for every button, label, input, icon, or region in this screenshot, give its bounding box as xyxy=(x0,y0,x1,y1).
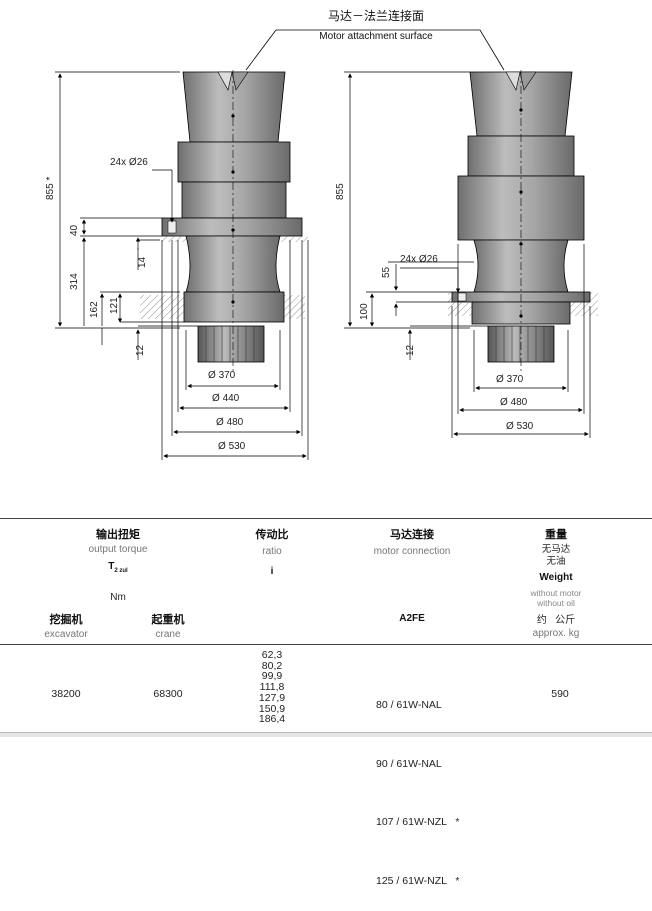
left-flange xyxy=(161,217,303,237)
ratio-header-en: ratio xyxy=(262,546,282,557)
right-gearbox xyxy=(448,70,598,372)
ratio-value: 150,9 xyxy=(258,702,286,715)
approx-kg-en: approx. kg xyxy=(532,628,580,639)
bottom-edge xyxy=(0,732,652,737)
left-dia-480: Ø 480 xyxy=(216,417,244,428)
torque-symbol: T2 zul xyxy=(108,561,128,575)
weight-no-motor-zh: 无马达 xyxy=(541,544,571,555)
torque-unit: Nm xyxy=(110,592,126,603)
ratio-value: 99,9 xyxy=(261,670,283,683)
ratio-value: 186,4 xyxy=(258,713,286,726)
crane-label-zh: 起重机 xyxy=(151,614,185,626)
weight-no-motor-en: without motor xyxy=(530,588,582,598)
weight-no-oil-en: without oil xyxy=(537,598,575,608)
left-dia-370: Ø 370 xyxy=(208,370,236,381)
left-dim-121: 121 xyxy=(109,297,120,314)
left-motor-adapter xyxy=(182,71,286,143)
excavator-torque-value: 38200 xyxy=(51,688,81,700)
right-dim-55: 55 xyxy=(381,266,392,278)
right-vertical-dims xyxy=(344,71,488,360)
right-dia-480: Ø 480 xyxy=(500,397,528,408)
left-gearbox xyxy=(140,70,308,372)
left-vertical-dims xyxy=(55,71,198,360)
left-hole-callout: 24x Ø26 xyxy=(110,157,148,168)
crane-label-en: crane xyxy=(155,629,181,640)
left-dia-440: Ø 440 xyxy=(212,393,240,404)
ratio-header-zh: 传动比 xyxy=(255,529,289,541)
left-dim-855: 855 * xyxy=(45,176,56,200)
left-lower-flange xyxy=(183,291,285,323)
right-hole-callout: 24x Ø26 xyxy=(400,254,438,265)
weight-value: 590 xyxy=(551,688,569,700)
left-dim-12: 12 xyxy=(135,344,146,356)
ratio-value: 127,9 xyxy=(258,691,286,704)
motor-type: A2FE xyxy=(399,613,425,624)
table-top-rule xyxy=(0,518,652,519)
motor-surface-title-en: Motor attachment surface xyxy=(319,31,433,42)
left-pinion xyxy=(197,325,265,363)
motor-surface-leader xyxy=(245,29,505,71)
table-header-rule xyxy=(0,644,652,645)
motor-list: 80 / 61W-NAL 90 / 61W-NAL 107 / 61W-NZL … xyxy=(376,657,459,911)
right-dia-370: Ø 370 xyxy=(496,374,524,385)
crane-torque-value: 68300 xyxy=(153,688,183,700)
excavator-label-en: excavator xyxy=(44,629,88,640)
ratio-value: 80,2 xyxy=(261,659,283,672)
technical-drawing xyxy=(55,29,598,460)
ratio-symbol: i xyxy=(270,566,274,577)
left-dim-314: 314 xyxy=(69,273,80,290)
torque-header-zh: 输出扭矩 xyxy=(96,529,140,541)
weight-header-zh: 重量 xyxy=(545,529,567,541)
torque-header-en: output torque xyxy=(88,544,148,555)
motor-surface-title-zh: 马达－法兰连接面 xyxy=(327,9,425,23)
left-dim-14: 14 xyxy=(137,256,148,268)
weight-header-en: Weight xyxy=(539,572,573,583)
approx-kg-zh: 约 公斤 xyxy=(536,615,576,626)
motor-value: 107 / 61W-NZL * xyxy=(376,816,460,828)
right-diameter-dims xyxy=(451,244,591,438)
weight-no-oil-zh: 无油 xyxy=(546,556,566,567)
right-dia-530: Ø 530 xyxy=(506,421,534,432)
motor-value: 90 / 61W-NAL xyxy=(376,757,442,770)
left-upper-housing xyxy=(177,141,291,183)
right-dim-100: 100 xyxy=(359,303,370,320)
right-dim-855: 855 xyxy=(335,183,346,200)
motor-value: 80 / 61W-NAL xyxy=(376,699,442,711)
ratio-list: 62,3 80,2 99,9 111,8 127,9 150,9 186,4 xyxy=(259,650,285,725)
ratio-value: 111,8 xyxy=(259,681,285,694)
right-dim-12: 12 xyxy=(405,344,416,356)
motor-value: 125 / 61W-NZL * xyxy=(376,874,460,887)
left-diameter-dims xyxy=(152,169,309,460)
excavator-label-zh: 挖掘机 xyxy=(49,614,83,626)
ratio-value: 62,3 xyxy=(261,649,283,661)
left-dim-40: 40 xyxy=(69,224,80,236)
left-dia-530: Ø 530 xyxy=(218,441,246,452)
left-dim-162: 162 xyxy=(89,301,100,318)
motor-header-zh: 马达连接 xyxy=(390,529,434,541)
motor-header-en: motor connection xyxy=(373,546,451,557)
